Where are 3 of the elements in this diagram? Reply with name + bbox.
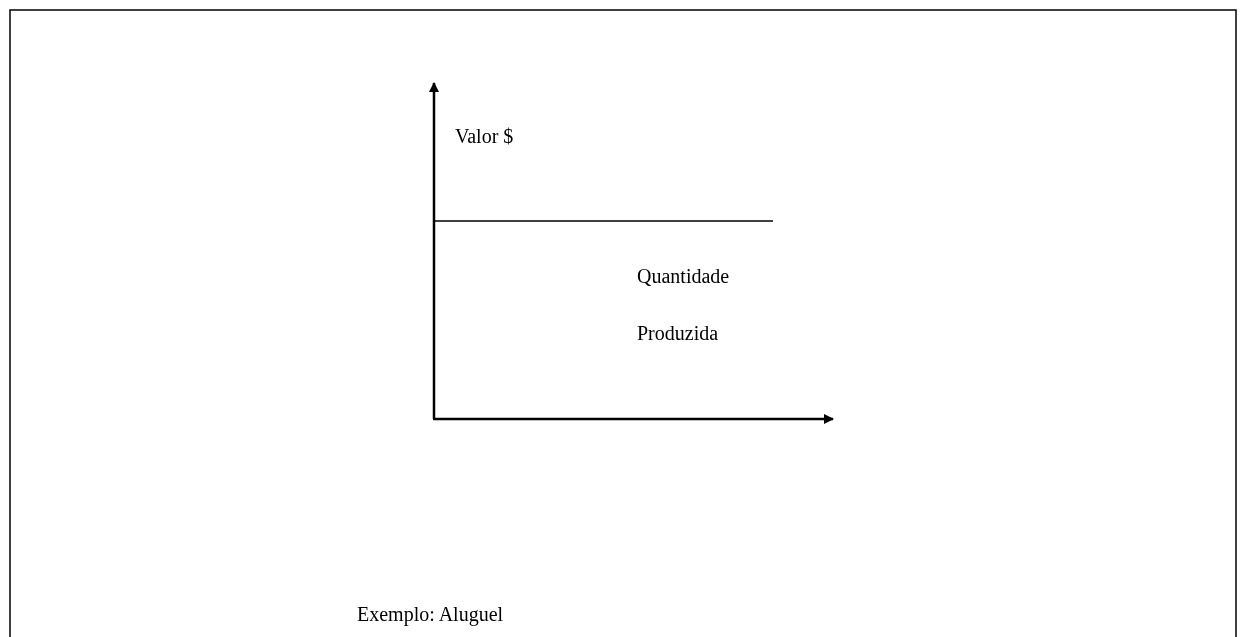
axis-label: Valor $ — [455, 124, 514, 149]
axis-label: Quantidade Produzida — [637, 264, 731, 346]
note: Exemplo: Aluguel — [357, 602, 504, 628]
